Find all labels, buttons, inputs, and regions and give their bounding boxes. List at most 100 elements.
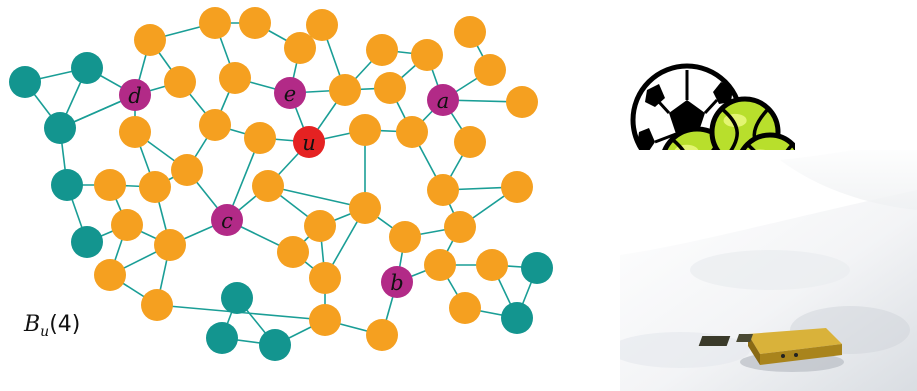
graph-node (171, 154, 203, 186)
graph-node (221, 282, 253, 314)
node-c-circle (211, 204, 243, 236)
node-circle (506, 86, 538, 118)
graph-node (94, 169, 126, 201)
graph-node (244, 122, 276, 154)
node-b-circle (381, 266, 413, 298)
node-a-circle (427, 84, 459, 116)
graph-node (349, 114, 381, 146)
node-circle (44, 112, 76, 144)
node-circle (501, 171, 533, 203)
graph-node (349, 192, 381, 224)
node-circle (171, 154, 203, 186)
graph-node (134, 24, 166, 56)
node-label-a: a (437, 89, 450, 113)
graph-node (449, 292, 481, 324)
node-c: c (211, 204, 243, 236)
node-circle (454, 16, 486, 48)
node-circle (252, 170, 284, 202)
node-circle (9, 66, 41, 98)
node-circle (164, 66, 196, 98)
node-circle (454, 126, 486, 158)
graph-node (239, 7, 271, 39)
graph-node (71, 52, 103, 84)
node-circle (444, 211, 476, 243)
graph-node (252, 170, 284, 202)
node-d-circle (119, 79, 151, 111)
ball-label: Bu(4) (23, 312, 80, 340)
graph-node (374, 72, 406, 104)
node-circle (119, 116, 151, 148)
graph-node (219, 62, 251, 94)
node-circle (199, 109, 231, 141)
graph-node (366, 34, 398, 66)
node-circle (51, 169, 83, 201)
node-circle (309, 304, 341, 336)
ball-label-symbol: B (23, 312, 40, 337)
node-circle (396, 116, 428, 148)
graph-node (259, 329, 291, 361)
node-circle (474, 54, 506, 86)
node-circle (277, 236, 309, 268)
node-circle (111, 209, 143, 241)
graph-node (474, 54, 506, 86)
graph-node (306, 9, 338, 41)
node-circle (306, 9, 338, 41)
graph-node (44, 112, 76, 144)
graph-node (141, 289, 173, 321)
graph-node (199, 109, 231, 141)
node-circle (71, 52, 103, 84)
graph-node (71, 226, 103, 258)
node-circle (141, 289, 173, 321)
node-circle (206, 322, 238, 354)
graph-node (9, 66, 41, 98)
graph-node (284, 32, 316, 64)
graph-node (454, 126, 486, 158)
node-label-d: d (128, 84, 141, 108)
node-circle (239, 7, 271, 39)
graph-node (309, 304, 341, 336)
node-circle (366, 34, 398, 66)
node-circle (221, 282, 253, 314)
node-circle (476, 249, 508, 281)
node-circle (94, 169, 126, 201)
node-circle (199, 7, 231, 39)
node-circle (349, 114, 381, 146)
graph-node (329, 74, 361, 106)
node-e: e (274, 77, 306, 109)
node-label-c: c (221, 209, 233, 233)
node-circle (219, 62, 251, 94)
graph-node (389, 221, 421, 253)
node-circle (139, 171, 171, 203)
graph-node (411, 39, 443, 71)
node-d: d (119, 79, 151, 111)
graph-node (454, 16, 486, 48)
node-a: a (427, 84, 459, 116)
node-circle (309, 262, 341, 294)
graph-node (119, 116, 151, 148)
graph-node (444, 211, 476, 243)
node-u-circle (293, 126, 325, 158)
graph-node (501, 171, 533, 203)
graph-node (424, 249, 456, 281)
node-label-b: b (390, 271, 403, 295)
graph-node (94, 259, 126, 291)
node-circle (154, 229, 186, 261)
node-circle (521, 252, 553, 284)
node-circle (411, 39, 443, 71)
graph-node (206, 322, 238, 354)
node-circle (427, 174, 459, 206)
graph-node (396, 116, 428, 148)
graph-node (199, 7, 231, 39)
node-circle (501, 302, 533, 334)
node-circle (389, 221, 421, 253)
node-circle (284, 32, 316, 64)
graph-node (366, 319, 398, 351)
sensor-photo (620, 150, 917, 391)
node-circle (329, 74, 361, 106)
node-circle (244, 122, 276, 154)
graph-node (427, 174, 459, 206)
graph-node (521, 252, 553, 284)
node-circle (134, 24, 166, 56)
node-circle (71, 226, 103, 258)
node-label-u: u (302, 131, 316, 155)
